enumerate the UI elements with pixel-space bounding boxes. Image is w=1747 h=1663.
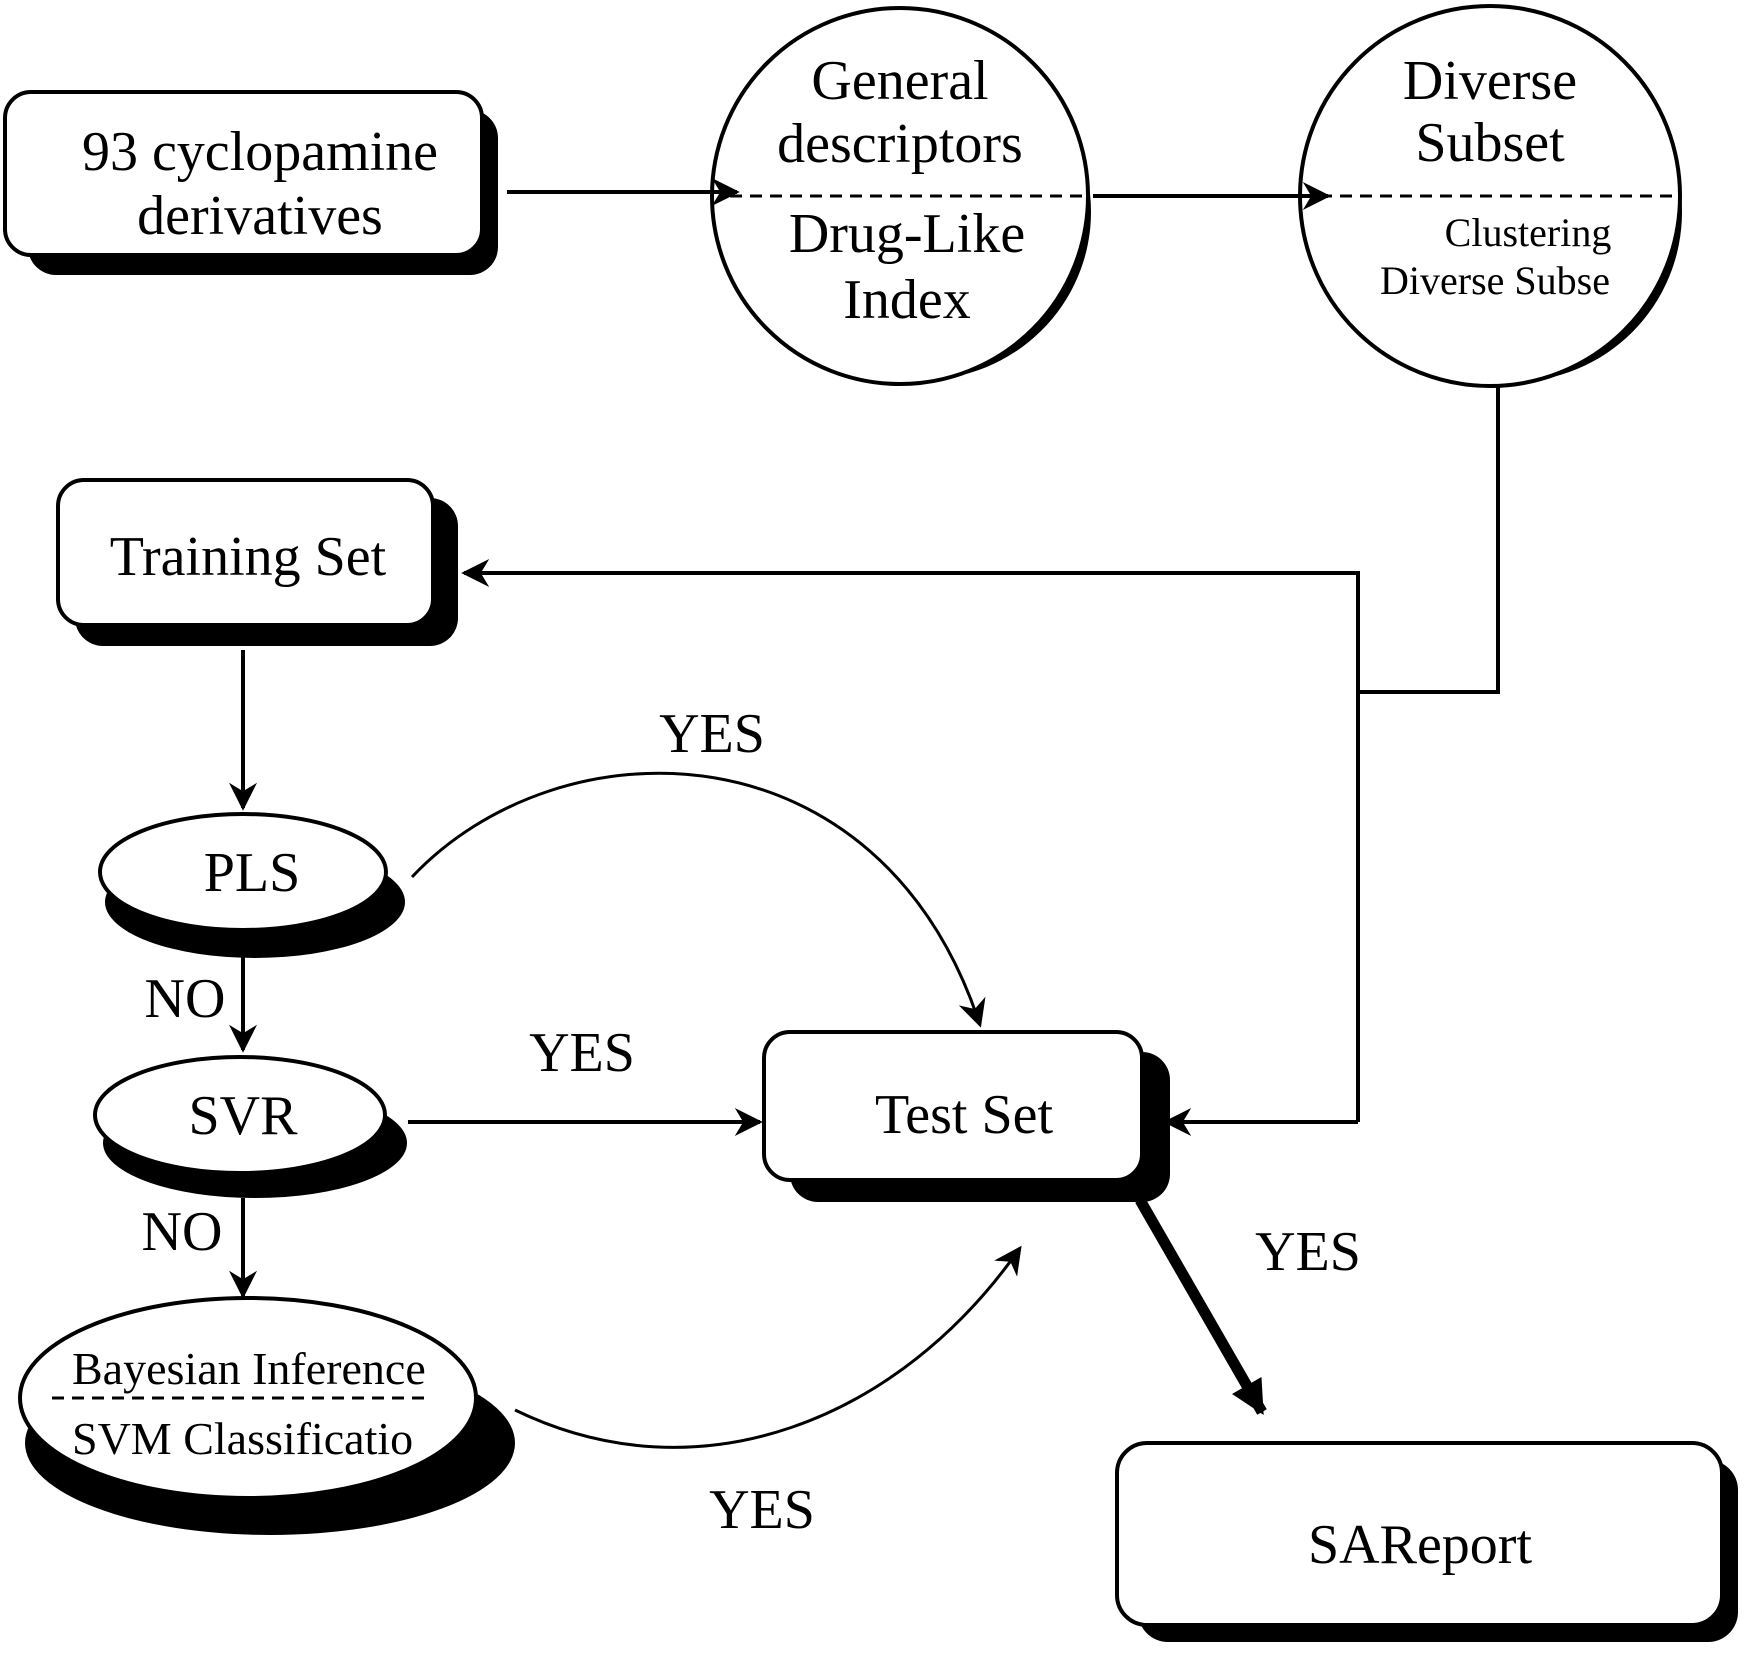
label-test-report-yes: YES <box>1255 1221 1361 1283</box>
node-descriptors: General descriptors Drug-Like Index <box>710 6 1091 386</box>
node-report-label: SAReport <box>1308 1514 1532 1576</box>
node-svr: SVR <box>93 1055 407 1198</box>
node-descriptors-top2: descriptors <box>777 113 1023 175</box>
node-subset-bottom1: Clustering <box>1445 210 1612 255</box>
node-report: SAReport <box>1115 1441 1738 1642</box>
node-descriptors-bottom1: Drug-Like <box>789 203 1025 265</box>
node-descriptors-bottom2: Index <box>843 269 971 331</box>
node-subset-bottom2: Diverse Subse <box>1380 258 1610 303</box>
edge-subset-split <box>1358 386 1500 694</box>
node-test: Test Set <box>762 1030 1170 1202</box>
label-svr-bayes-no: NO <box>142 1201 223 1263</box>
node-start-line1: 93 cyclopamine <box>82 121 438 183</box>
node-bayes-top: Bayesian Inference <box>72 1343 426 1394</box>
edge-bayes-test <box>514 1245 1022 1449</box>
label-pls-svr-no: NO <box>145 968 226 1030</box>
node-training-label: Training Set <box>110 526 387 588</box>
node-subset-top2: Subset <box>1415 112 1565 174</box>
node-svr-ellipse <box>93 1055 387 1175</box>
label-svr-test-yes: YES <box>529 1022 635 1084</box>
node-subset: Diverse Subset Clustering Diverse Subse <box>1298 4 1682 388</box>
label-pls-test-yes: YES <box>659 703 765 765</box>
node-descriptors-top1: General <box>811 50 988 112</box>
node-start-box <box>3 90 484 257</box>
edge-split-training <box>461 559 1360 1122</box>
node-test-label: Test Set <box>875 1084 1054 1146</box>
node-pls-label: PLS <box>204 842 301 904</box>
node-start-line2: derivatives <box>137 185 383 247</box>
edge-pls-test <box>410 771 986 1028</box>
node-test-box <box>762 1030 1144 1182</box>
node-report-box <box>1115 1441 1724 1627</box>
node-subset-top1: Diverse <box>1403 50 1577 112</box>
node-bayes-ellipse <box>18 1296 478 1500</box>
node-bayes-bottom: SVM Classificatio <box>72 1413 413 1464</box>
node-svr-label: SVR <box>189 1085 299 1147</box>
label-bayes-test-yes: YES <box>709 1479 815 1541</box>
node-training-box <box>56 478 435 627</box>
edge-test-report <box>1135 1197 1267 1415</box>
node-bayes: Bayesian Inference SVM Classificatio <box>18 1296 515 1535</box>
node-start: 93 cyclopamine derivatives <box>3 90 498 275</box>
node-pls: PLS <box>98 812 405 958</box>
node-pls-ellipse <box>98 812 388 932</box>
node-training: Training Set <box>56 478 458 646</box>
